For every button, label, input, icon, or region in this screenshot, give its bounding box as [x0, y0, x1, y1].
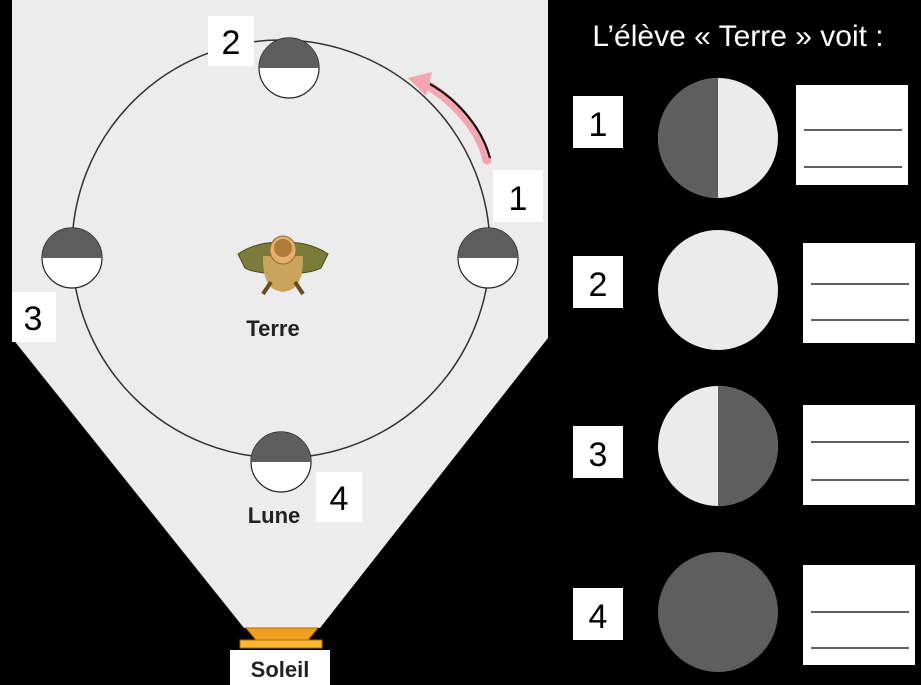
- position-label-4: 4: [316, 472, 362, 522]
- person-top-view-icon: [237, 235, 329, 296]
- position-label-1: 1: [493, 170, 543, 222]
- position-label-3: 3: [12, 292, 56, 342]
- orbit-moon-1: [457, 227, 519, 289]
- earth-label: Terre: [246, 316, 299, 341]
- position-number: 3: [24, 300, 43, 338]
- answer-box[interactable]: [796, 85, 908, 185]
- curved-arrow-icon: [408, 72, 492, 165]
- position-label-2: 2: [208, 16, 254, 66]
- phase-number: 4: [589, 598, 608, 636]
- moon-label: Lune: [248, 503, 301, 528]
- sun-label: Soleil: [251, 657, 310, 682]
- phase-number: 1: [589, 106, 608, 144]
- position-number: 1: [509, 180, 528, 218]
- orbit-moon-4: [250, 431, 312, 493]
- orbit-moon-2: [258, 37, 320, 99]
- phase-last-quarter: [658, 386, 778, 506]
- position-number: 2: [222, 24, 241, 62]
- phase-row-3: 3: [573, 386, 915, 506]
- phase-number: 2: [589, 266, 608, 304]
- phase-new-moon: [658, 552, 778, 672]
- position-number: 4: [330, 480, 349, 518]
- phase-row-4: 4: [573, 552, 915, 672]
- answer-box[interactable]: [803, 243, 915, 343]
- phase-row-2: 2: [573, 230, 915, 350]
- phase-full-moon: [658, 230, 778, 350]
- sun-label-box: [230, 650, 330, 685]
- phase-row-1: 1: [573, 78, 908, 198]
- phase-number: 3: [589, 436, 608, 474]
- panel-heading: L’élève « Terre » voit :: [592, 20, 883, 53]
- orbit-moon-3: [41, 227, 103, 289]
- light-beam: [12, 0, 548, 628]
- answer-box[interactable]: [803, 565, 915, 665]
- phase-first-quarter: [658, 78, 778, 198]
- lamp-icon: [239, 627, 323, 649]
- answer-box[interactable]: [803, 405, 915, 505]
